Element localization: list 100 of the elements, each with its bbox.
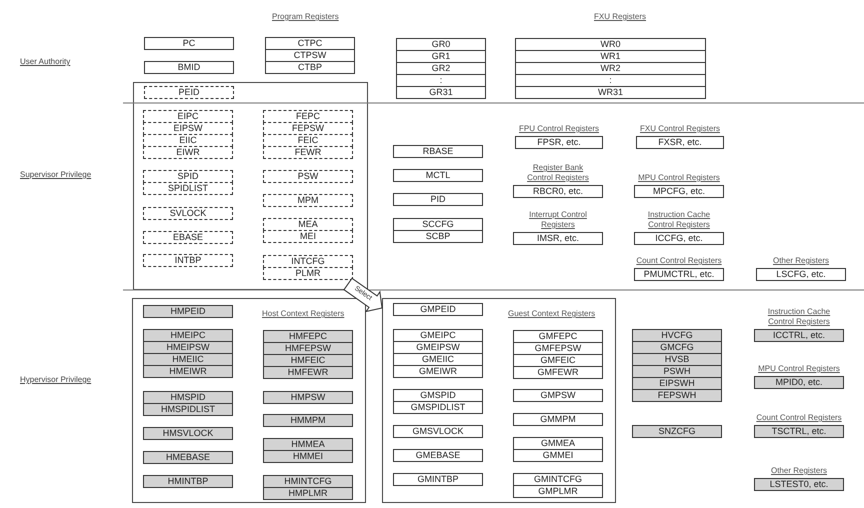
register-box: MEI [263,230,353,243]
register-box: MEA [263,218,353,231]
register-box: MPM [263,194,353,207]
register-box: FPSR, etc. [515,136,603,149]
privilege-label: Supervisor Privilege [20,170,92,180]
register-box: EIPC [143,110,233,123]
group-heading: Count Control Registers [635,256,723,266]
block-arrow [343,278,383,312]
register-box: GMFEPC [513,330,603,343]
register-box: HMSVLOCK [143,427,233,440]
register-box: HMEIPC [143,329,233,342]
register-box: CTPSW [265,49,355,62]
register-box: PSW [263,170,353,183]
register-box: BMID [144,61,234,74]
register-box: GMSPID [393,389,483,402]
register-box: HMPEID [143,305,233,318]
register-box: : [396,74,486,87]
register-box: GMPEID [393,303,483,316]
register-box: MPCFG, etc. [634,185,724,198]
register-box: GMMPM [513,413,603,426]
register-box: FEIC [263,134,353,147]
register-box: FEWR [263,146,353,159]
register-box: HMSPID [143,391,233,404]
register-box: GMEIPSW [393,341,483,354]
register-box: TSCTRL, etc. [754,425,844,438]
register-box: GR2 [396,62,486,75]
register-box: HVSB [632,353,722,366]
register-box: HMMPM [263,414,353,427]
register-box: GR0 [396,38,486,51]
register-box: PC [144,37,234,50]
group-heading: Instruction Cache Control Registers [766,307,832,327]
register-box: PLMR [263,267,353,280]
register-box: HMFEIC [263,354,353,367]
register-box: IMSR, etc. [513,232,603,245]
register-box: MCTL [393,169,483,182]
register-box: LSTEST0, etc. [754,478,844,491]
register-box: CTPC [265,37,355,50]
register-box: INTBP [143,254,233,267]
register-box: GMINTBP [393,473,483,486]
register-box: HMFEPSW [263,342,353,355]
register-group-frame [382,298,616,503]
section-heading: Program Registers [272,12,339,22]
register-box: GMFEIC [513,354,603,367]
register-box: HMEBASE [143,451,233,464]
group-heading: FXU Control Registers [638,124,722,134]
register-box: INTCFG [263,255,353,268]
register-box: HMEIWR [143,365,233,378]
register-box: SCCFG [393,218,483,231]
register-box: HMEIPSW [143,341,233,354]
register-box: HMMEA [263,438,353,451]
register-box: HMFEPC [263,330,353,343]
register-box: EIPSW [143,122,233,135]
register-box: SNZCFG [632,425,722,438]
register-box: FEPSW [263,122,353,135]
register-box: ICCTRL, etc. [754,329,844,342]
register-box: GMPSW [513,389,603,402]
group-heading: Guest Context Registers [508,309,596,319]
privilege-label: Hypervisor Privilege [20,375,92,385]
register-box: EBASE [143,231,233,244]
register-box: EIPSWH [632,377,722,390]
register-box: GMSPIDLIST [393,401,483,414]
register-box: GMPLMR [513,485,603,498]
register-box: HMINTBP [143,475,233,488]
register-box: GMCFG [632,341,722,354]
register-box: FXSR, etc. [636,136,724,149]
register-box: HMINTCFG [263,475,353,488]
register-box: GMMEA [513,437,603,450]
register-box: PEID [144,86,234,99]
group-heading: Interrupt Control Registers [528,210,588,230]
register-box: GMFEPSW [513,342,603,355]
group-heading: Host Context Registers [262,309,344,319]
register-box: PID [393,193,483,206]
register-box: CTBP [265,61,355,74]
register-box: SPIDLIST [143,182,233,195]
register-box: GMINTCFG [513,473,603,486]
register-box: GMFEWR [513,366,603,379]
register-box: HMMEI [263,450,353,463]
register-box: SVLOCK [143,207,233,220]
register-box: RBASE [393,145,483,158]
register-box: HMPLMR [263,487,353,500]
register-box: GMMEI [513,449,603,462]
register-box: GR31 [396,86,486,99]
register-box: LSCFG, etc. [756,268,846,281]
register-box: GMEBASE [393,449,483,462]
register-box: ICCFG, etc. [634,232,724,245]
section-heading: FXU Registers [594,12,646,22]
privilege-label: User Authority [20,57,70,67]
register-box: FEPSWH [632,389,722,402]
group-heading: Other Registers [770,466,828,476]
register-box: WR2 [515,62,706,75]
register-box: GMEIIC [393,353,483,366]
register-box: GMEIPC [393,329,483,342]
register-box: HVCFG [632,329,722,342]
register-box: SCBP [393,230,483,243]
register-box: MPID0, etc. [754,376,844,389]
register-box: GMSVLOCK [393,425,483,438]
group-heading: MPU Control Registers [637,173,721,183]
register-box: HMSPIDLIST [143,403,233,416]
register-box: FEPC [263,110,353,123]
register-box: SPID [143,170,233,183]
